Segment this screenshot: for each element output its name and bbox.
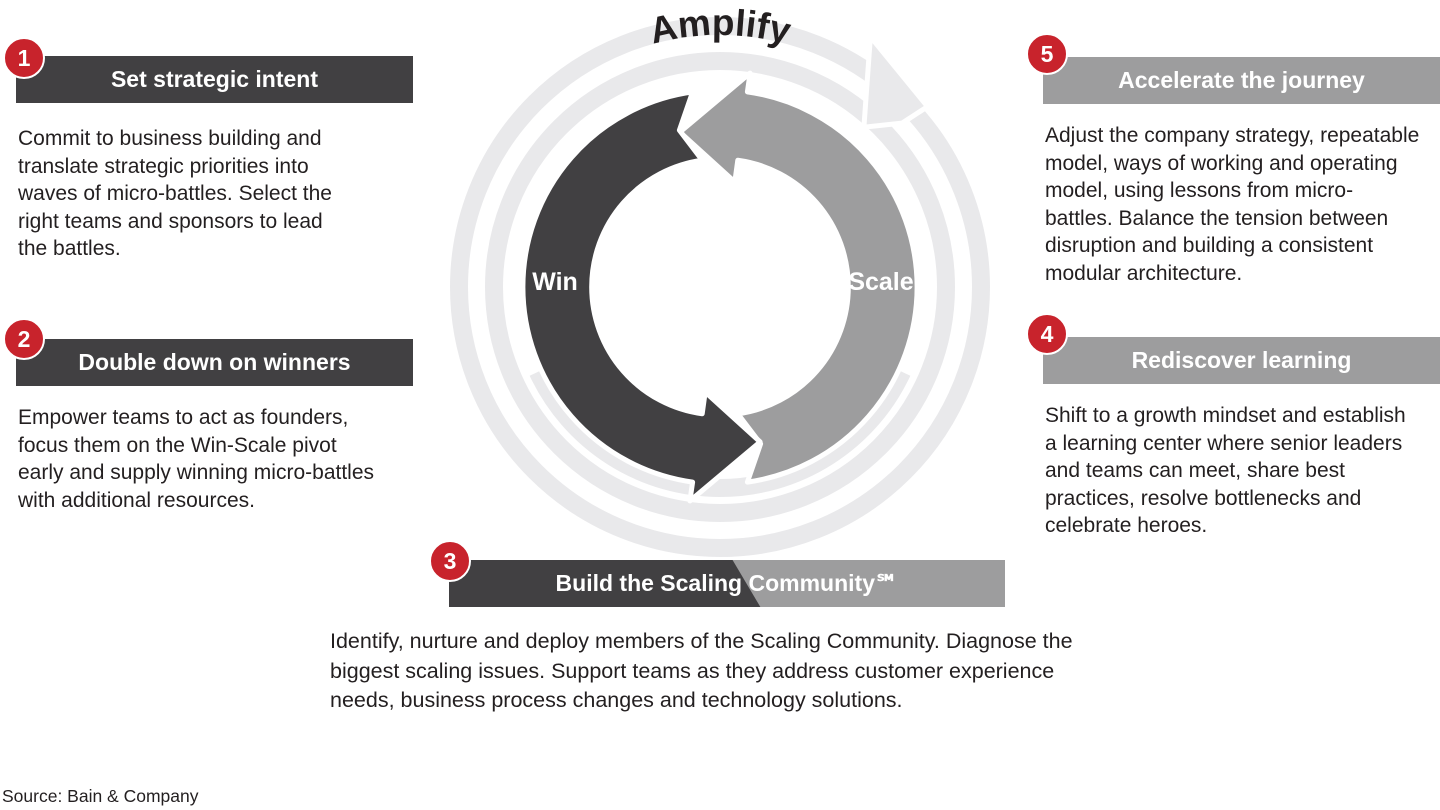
panel-2-body: Empower teams to act as founders, focus …: [18, 406, 375, 512]
panel-3-title-bar-dark-segment: [449, 560, 761, 607]
step-2-badge: 2: [3, 318, 45, 360]
panel-1-title: Set strategic intent: [110, 66, 319, 92]
panel-4-body: Shift to a growth mindset and establish …: [1045, 404, 1406, 537]
amplify-ring-outer: [450, 17, 990, 557]
panel-4-title-bar: Rediscover learning: [1043, 337, 1440, 384]
amplify-ring-spiral-segment: [529, 368, 911, 497]
amplify-arrowhead-icon: [861, 34, 930, 130]
amplify-title-text: Amplify: [646, 2, 795, 52]
panel-3-title-bar: Build the Scaling Community℠: [449, 560, 1005, 607]
panel-3-body: Identify, nurture and deploy members of …: [330, 629, 1073, 712]
panel-2-title: Double down on winners: [78, 349, 351, 375]
panel-5-title: Accelerate the journey: [1118, 67, 1365, 93]
panel-3-title: Build the Scaling Community℠: [555, 570, 899, 596]
panel-5-body: Adjust the company strategy, repeatable …: [1045, 124, 1420, 285]
step-5-badge: 5: [1026, 33, 1068, 75]
step-4-badge: 4: [1026, 313, 1068, 355]
scale-arrow-icon: [677, 70, 920, 485]
win-arrow-icon: [520, 89, 763, 504]
panel-rediscover-learning: 4 Rediscover learning Shift to a growth …: [1020, 313, 1440, 553]
panel-accelerate-the-journey: 5 Accelerate the journey Adjust the comp…: [1020, 33, 1440, 293]
source-attribution: Source: Bain & Company: [2, 786, 199, 806]
amplify-ring-inner: [485, 52, 955, 522]
win-label: Win: [532, 268, 578, 296]
panel-double-down-on-winners: 2 Double down on winners Empower teams t…: [0, 318, 420, 538]
panel-1-body: Commit to business building and translat…: [18, 127, 332, 260]
win-scale-cycle-diagram: Win Scale Amplify: [450, 2, 990, 557]
panel-4-title: Rediscover learning: [1131, 347, 1352, 373]
step-1-badge: 1: [3, 37, 45, 79]
panel-2-title-bar: Double down on winners: [16, 339, 413, 386]
panel-set-strategic-intent: 1 Set strategic intent Commit to busines…: [0, 37, 420, 277]
panel-build-the-scaling-community: 3 Build the Scaling Community℠ Identify,…: [330, 540, 1266, 730]
amplify-title: Amplify: [646, 2, 795, 52]
panel-1-title-bar: Set strategic intent: [16, 56, 413, 103]
scale-label: Scale: [848, 268, 913, 296]
step-3-badge: 3: [429, 540, 471, 582]
panel-5-title-bar: Accelerate the journey: [1043, 57, 1440, 104]
